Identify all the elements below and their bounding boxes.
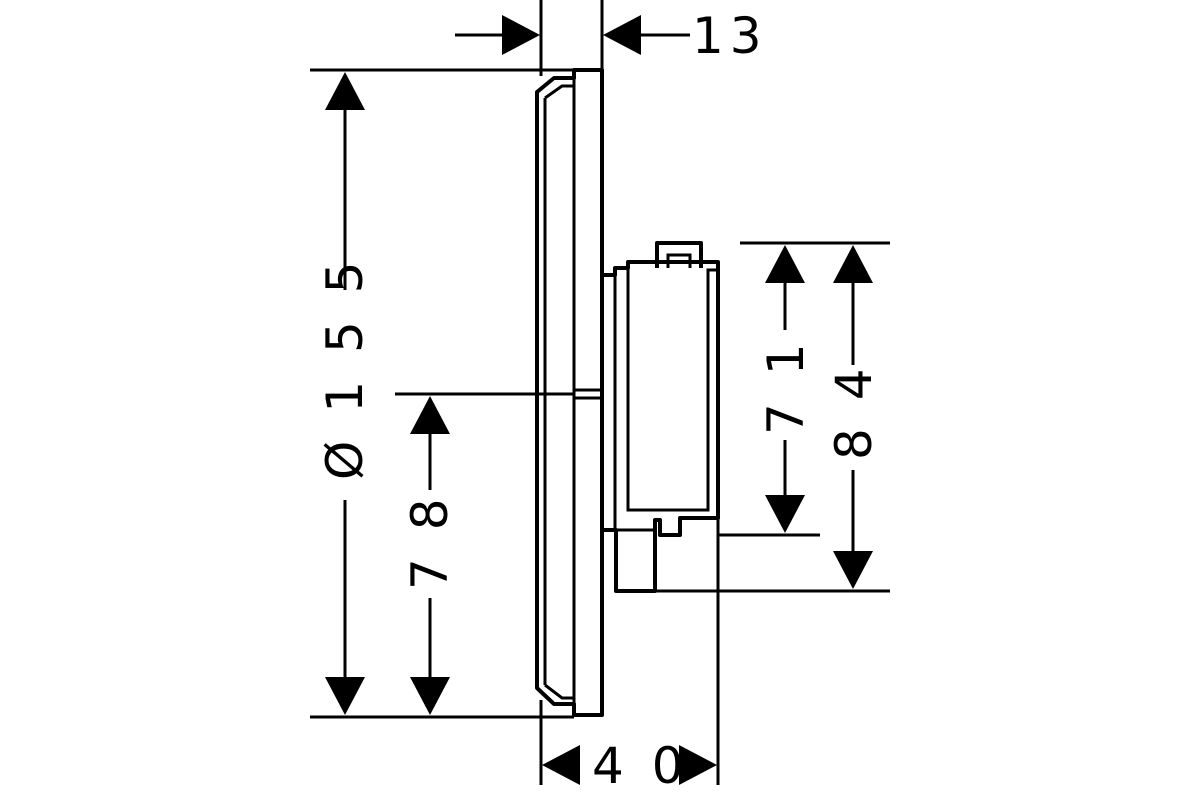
dimension-label-40: 4 0 xyxy=(592,737,690,795)
cover-plate-bevel-top xyxy=(544,84,574,100)
arrow-down-71 xyxy=(765,495,805,533)
arrow-up-155 xyxy=(325,72,365,110)
arrow-left-13 xyxy=(603,15,641,55)
arrow-down-78 xyxy=(410,677,450,715)
dimension-label-78: 7 8 xyxy=(401,492,459,590)
dimension-13: 13 xyxy=(455,7,768,65)
dimension-label-71: 7 1 xyxy=(757,337,815,435)
center-split-mark xyxy=(574,388,602,400)
arrow-right-13 xyxy=(502,15,540,55)
dimension-label-13: 13 xyxy=(692,7,768,65)
valve-body-inner xyxy=(626,262,718,512)
arrow-down-84 xyxy=(833,551,873,589)
arrow-up-71 xyxy=(765,245,805,283)
valve-top-cap xyxy=(655,241,703,268)
arrow-up-78 xyxy=(410,396,450,434)
arrow-right-40 xyxy=(679,745,717,785)
extension-lines xyxy=(310,0,890,785)
arrow-up-84 xyxy=(833,245,873,283)
cover-plate-outline xyxy=(535,68,604,717)
dimension-84: 8 4 xyxy=(825,245,883,589)
dimension-155: Ø 1 5 5 xyxy=(316,72,374,715)
arrow-left-40 xyxy=(542,745,580,785)
cover-plate-bevel-bottom xyxy=(544,683,574,700)
dimension-40: 4 0 xyxy=(542,737,717,795)
dimension-label-155: Ø 1 5 5 xyxy=(316,256,374,480)
valve-top-cap-inner xyxy=(666,253,692,268)
part-outline xyxy=(535,68,720,717)
valve-body-outline xyxy=(602,260,720,593)
arrow-down-155 xyxy=(325,677,365,715)
dimension-label-84: 8 4 xyxy=(825,362,883,460)
dimension-78: 7 8 xyxy=(401,396,459,715)
dimension-71: 7 1 xyxy=(757,245,815,533)
valve-body-step xyxy=(613,275,655,532)
